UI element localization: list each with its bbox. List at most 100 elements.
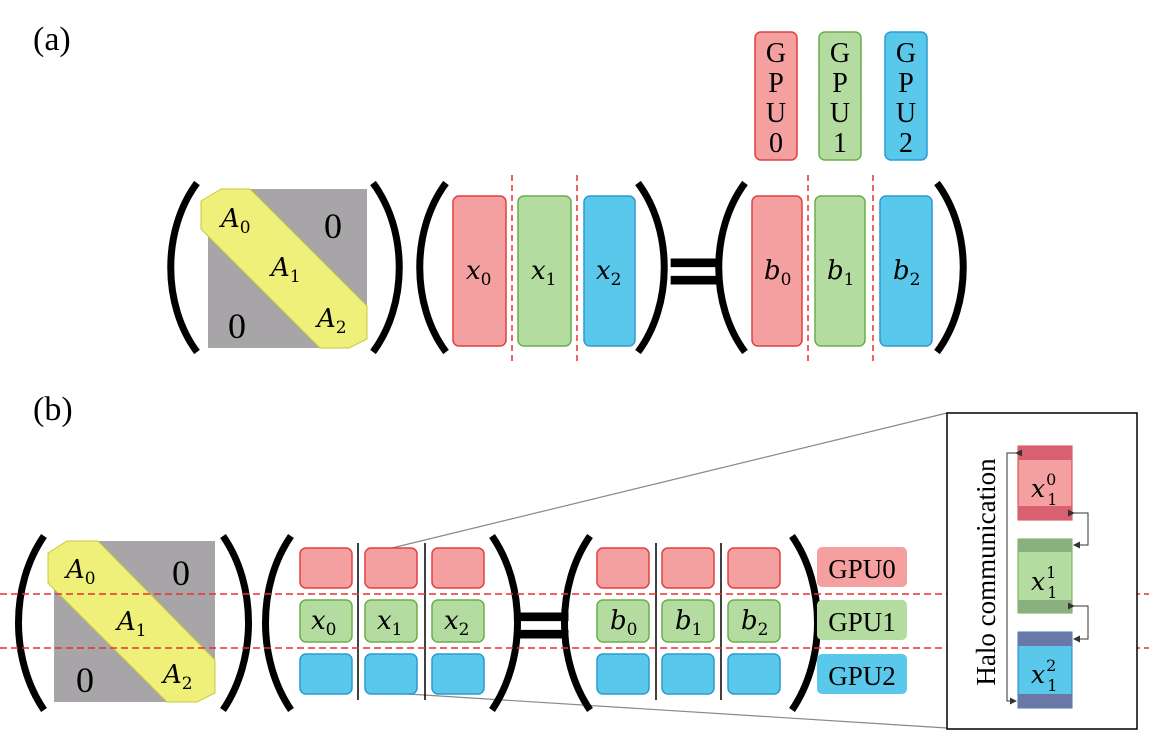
gpu-header-2-letter: U xyxy=(896,98,916,129)
upper-zero: 0 xyxy=(324,206,342,246)
x-right-paren xyxy=(489,534,521,712)
halo-ghost-top xyxy=(1018,539,1072,552)
x-cell-gpu1 xyxy=(431,599,485,643)
diag-block-a1: A1 xyxy=(269,253,301,287)
matrix-a-panel-b: 0 0 A0 A1 A2 xyxy=(15,534,252,712)
zoom-line-bottom xyxy=(391,692,948,729)
diag-block-a1: A1 xyxy=(115,607,147,641)
diag-block-a2: A2 xyxy=(315,304,347,338)
halo-arrow-left xyxy=(1006,449,1022,705)
x-cell-gpu1 xyxy=(364,599,418,643)
b0-label: b0 xyxy=(610,606,637,640)
panel-a-label: (a) xyxy=(33,21,71,58)
b1-label: b1 xyxy=(675,606,702,640)
b-vector-panel-b: b0 b1 b2 xyxy=(561,534,821,712)
gpu-label-2-text: GPU2 xyxy=(828,661,896,691)
x-cell-gpu1 xyxy=(299,599,353,643)
halo-ghost-top xyxy=(1018,632,1072,646)
b-cell-gpu2 xyxy=(661,653,715,695)
upper-zero: 0 xyxy=(172,553,190,593)
gpu-header-0: G P U 0 xyxy=(754,31,798,161)
x0-label: x0 xyxy=(311,606,337,640)
gpu-header-0-letter: P xyxy=(768,68,784,99)
diag-block-a0: A0 xyxy=(219,204,251,238)
gpu-header-1-letter: G xyxy=(830,38,850,69)
matrix-a-panel-a: 0 0 A0 A1 A2 xyxy=(167,180,403,355)
x1-block xyxy=(517,195,572,347)
b1-block xyxy=(814,195,866,347)
halo-ghost-bottom xyxy=(1018,600,1072,613)
b2-label: b2 xyxy=(741,606,768,640)
b2-block xyxy=(879,195,933,347)
b2-label: b2 xyxy=(893,256,920,290)
b-left-paren xyxy=(561,534,593,712)
gpu-label-1: GPU1 xyxy=(817,600,907,640)
gpu-label-1-text: GPU1 xyxy=(828,607,896,637)
x1-label: x1 xyxy=(377,606,403,640)
halo-ghost-bottom xyxy=(1018,694,1072,708)
x-vector-panel-b: x0 x1 x2 xyxy=(262,534,521,712)
b-cell-gpu0 xyxy=(596,547,650,589)
b-cell-gpu0 xyxy=(727,547,781,589)
zoom-line-top xyxy=(391,412,948,549)
b-cell-gpu1 xyxy=(596,599,650,643)
halo-ghost-top xyxy=(1018,446,1072,460)
b-vector-panel-a: b0 b1 b2 xyxy=(715,175,967,365)
gpu-header-1-letter: 1 xyxy=(833,128,847,159)
x0-block xyxy=(452,195,507,347)
x-cell-gpu2 xyxy=(364,653,418,695)
b-left-paren xyxy=(715,180,748,355)
b0-block xyxy=(751,195,803,347)
gpu-header-1: G P U 1 xyxy=(818,31,862,161)
gpu-header-0-letter: G xyxy=(766,38,786,69)
x-vector-panel-a: x0 x1 x2 xyxy=(416,175,668,365)
matrix-left-paren xyxy=(15,534,47,712)
gpu-header-0-letter: 0 xyxy=(769,128,783,159)
b1-label: b1 xyxy=(827,256,854,290)
x-cell-gpu2 xyxy=(299,653,353,695)
x-left-paren xyxy=(262,534,294,712)
b-cell-gpu0 xyxy=(661,547,715,589)
gpu-header-0-letter: U xyxy=(766,98,786,129)
x1-label: x1 xyxy=(531,256,557,290)
gpu-header-1-letter: U xyxy=(830,98,850,129)
b-cell-gpu2 xyxy=(596,653,650,695)
gpu-label-0-text: GPU0 xyxy=(828,554,896,584)
b0-label: b0 xyxy=(764,256,791,290)
gpu-label-0: GPU0 xyxy=(817,547,907,587)
gpu-header-2-letter: P xyxy=(898,68,914,99)
halo-arrow-right-12 xyxy=(1068,602,1089,643)
x-cell-gpu0 xyxy=(299,547,353,589)
diag-block-a2: A2 xyxy=(161,660,193,694)
b-right-paren xyxy=(934,180,967,355)
b-cell-gpu1 xyxy=(727,599,781,643)
matrix-right-paren xyxy=(370,180,403,355)
b-right-paren xyxy=(789,534,821,712)
halo-arrow-right-01 xyxy=(1068,509,1089,549)
gpu-header-2: G P U 2 xyxy=(884,31,928,161)
b-cell-gpu2 xyxy=(727,653,781,695)
x-cell-gpu2 xyxy=(431,653,485,695)
halo-title: Halo communication xyxy=(971,458,1001,686)
diagonal-band xyxy=(200,188,368,349)
halo-ghost-bottom xyxy=(1018,506,1072,520)
x-cell-gpu0 xyxy=(431,547,485,589)
panel-b-label: (b) xyxy=(33,391,73,428)
x-right-paren xyxy=(635,180,668,355)
x2-label: x2 xyxy=(444,606,470,640)
diagonal-band xyxy=(47,540,216,703)
diag-block-a0: A0 xyxy=(64,555,96,589)
x2-label: x2 xyxy=(596,256,622,290)
gpu-header-2-letter: G xyxy=(896,38,916,69)
x-left-paren xyxy=(416,180,449,355)
gpu-header-1-letter: P xyxy=(832,68,848,99)
b-cell-gpu1 xyxy=(661,599,715,643)
x-cell-gpu0 xyxy=(364,547,418,589)
x0-label: x0 xyxy=(466,256,492,290)
matrix-right-paren xyxy=(220,534,252,712)
lower-zero: 0 xyxy=(228,306,246,346)
